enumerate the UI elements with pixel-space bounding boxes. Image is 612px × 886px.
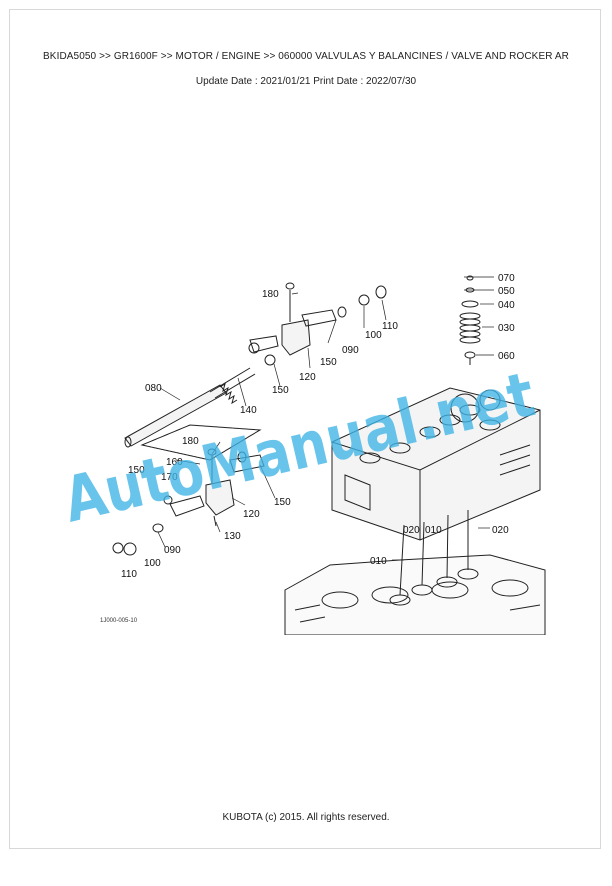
callout-100-lower: 100: [144, 558, 161, 569]
callout-180-lower: 180: [182, 436, 199, 447]
callout-150-upper: 150: [320, 357, 337, 368]
engine-block-drawing: [284, 554, 546, 635]
callout-070: 070: [498, 273, 515, 284]
callout-020-right: 020: [492, 525, 509, 536]
callout-020-left: 020: [403, 525, 420, 536]
rocker-shaft-drawing: [124, 367, 256, 448]
callout-120-upper: 120: [299, 372, 316, 383]
callout-030: 030: [498, 323, 515, 334]
callout-050: 050: [498, 286, 515, 297]
callout-120-lower: 120: [243, 509, 260, 520]
callout-150-upper-left: 150: [272, 385, 289, 396]
lower-rocker-assembly-drawing: [112, 424, 265, 556]
callout-060: 060: [498, 351, 515, 362]
callout-100-upper: 100: [365, 330, 382, 341]
callout-090-upper: 090: [342, 345, 359, 356]
breadcrumb: BKIDA5050 >> GR1600F >> MOTOR / ENGINE >…: [43, 51, 569, 62]
exploded-parts-diagram: 180 110 090 100 150 120 150 080 140 180 …: [70, 260, 550, 635]
callout-170: 170: [161, 472, 178, 483]
update-print-dates: Update Date : 2021/01/21 Print Date : 20…: [195, 76, 417, 87]
page-frame: [9, 9, 601, 849]
callout-110-upper: 110: [382, 321, 398, 332]
cylinder-head-drawing: [331, 387, 541, 541]
callout-010-middle: 010: [425, 525, 442, 536]
callout-150-lower-right: 150: [274, 497, 291, 508]
callout-150-lower-left: 150: [128, 465, 145, 476]
valve-spring-assembly-drawing: [459, 275, 481, 365]
callout-090-lower: 090: [164, 545, 181, 556]
callout-180-upper: 180: [262, 289, 279, 300]
callout-010-left: 010: [370, 556, 387, 567]
callout-080: 080: [145, 383, 162, 394]
figure-code: 1J000-005-10: [100, 618, 138, 624]
valves-drawing: [389, 510, 479, 606]
callout-160: 160: [166, 457, 183, 468]
callout-110-lower: 110: [121, 569, 137, 580]
copyright-footer: KUBOTA (c) 2015. All rights reserved.: [222, 812, 390, 823]
callout-040: 040: [498, 300, 515, 311]
leader-lines: [157, 276, 494, 561]
callout-130: 130: [224, 531, 241, 542]
callout-140: 140: [240, 405, 257, 416]
